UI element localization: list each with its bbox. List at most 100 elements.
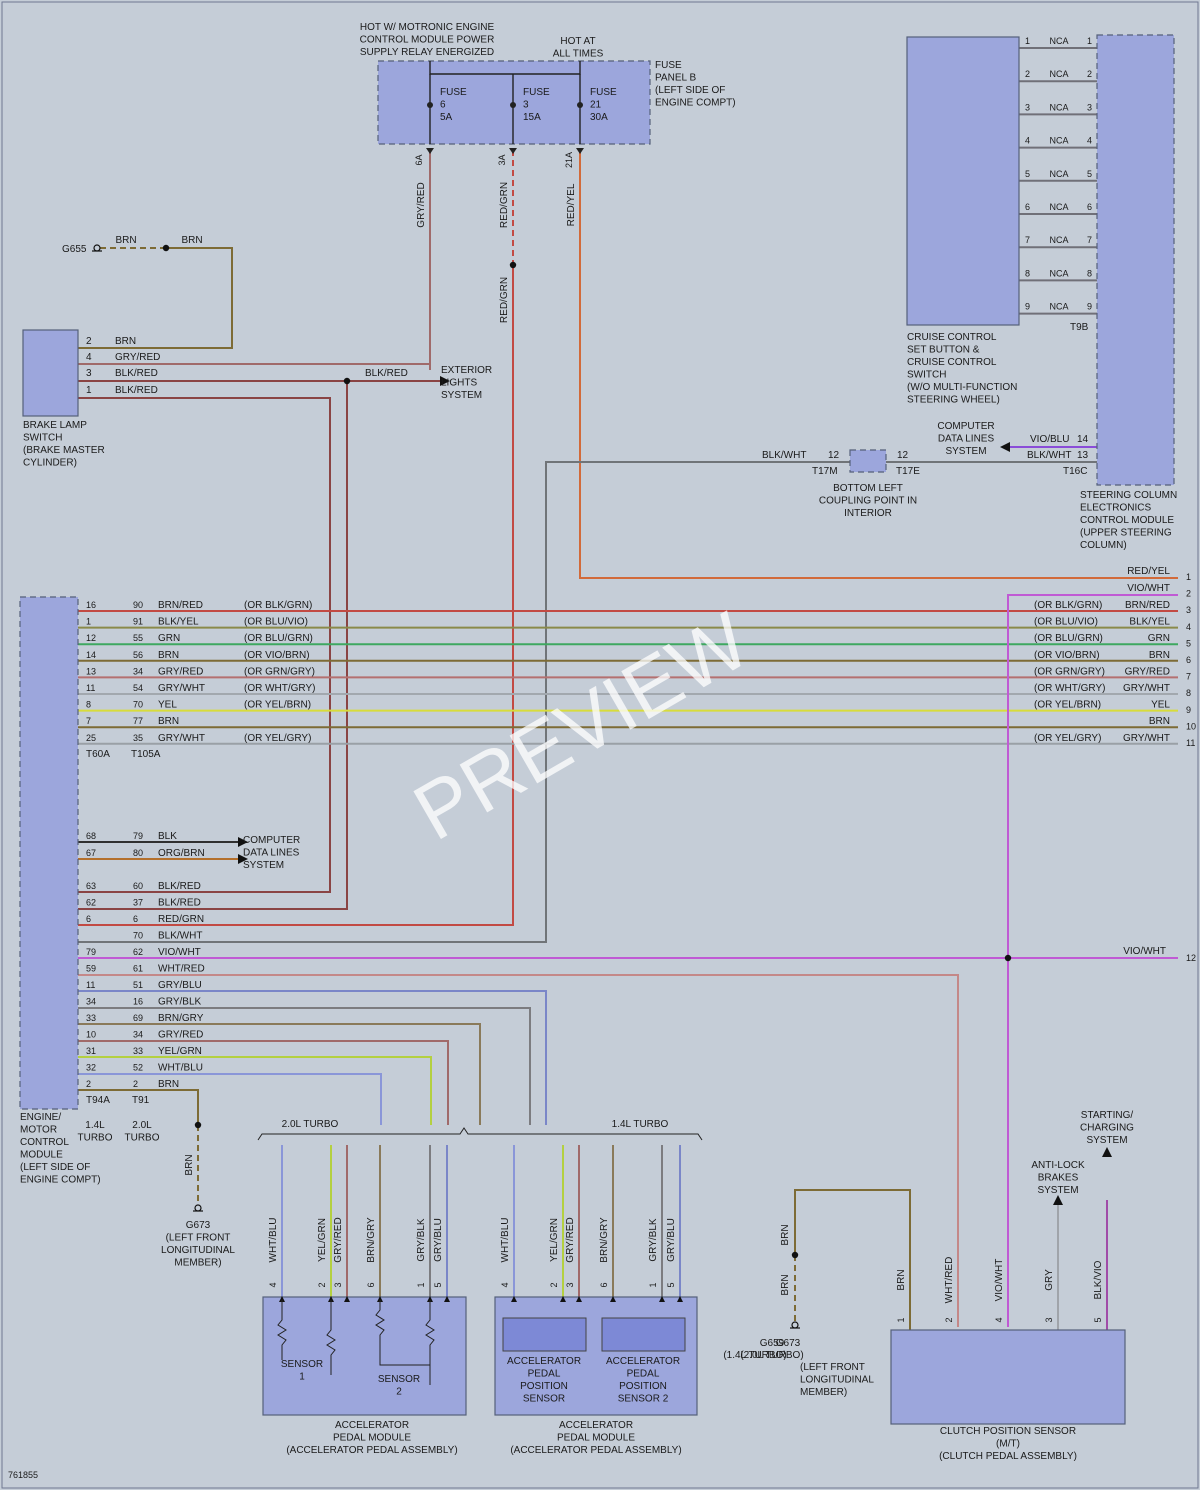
pin-number: 13 <box>1077 450 1089 461</box>
wire-label: BRN/RED <box>1125 600 1170 611</box>
ecm-data-lines-label: SYSTEM <box>243 860 284 871</box>
coupling-label: INTERIOR <box>844 508 892 519</box>
pin-number: 7 <box>1087 235 1092 245</box>
pin-number: 56 <box>133 650 143 660</box>
fuse-label: 5A <box>440 112 453 123</box>
cruise-control-label: (W/O MULTI-FUNCTION <box>907 382 1017 393</box>
clutch-position-sensor <box>890 1329 1126 1425</box>
fuse-panel-title: FUSE <box>655 60 682 71</box>
pin-number: 2 <box>1025 69 1030 79</box>
wire-label: VIO/WHT <box>1123 946 1166 957</box>
ecm-label: ENGINE/ <box>20 1112 61 1123</box>
ground-g659-note: (1.4L TURBO) <box>723 1350 786 1361</box>
wire-label: GRY/WHT <box>1123 683 1170 694</box>
pin-number: 33 <box>86 1013 96 1023</box>
wire-label: BLK/YEL <box>158 617 199 628</box>
connector-label: T91 <box>132 1095 150 1106</box>
fuse-panel-title: PANEL B <box>655 73 696 84</box>
wire-label: VIO/WHT <box>1127 583 1170 594</box>
fuse-hot-all-label: HOT AT <box>560 36 595 47</box>
pin-number: 31 <box>86 1046 96 1056</box>
pin-number: 6 <box>599 1282 609 1287</box>
engine-control-module <box>19 596 79 1110</box>
wire-label: NCA <box>1049 169 1068 179</box>
pin-number: 3 <box>333 1282 343 1287</box>
starting-label: CHARGING <box>1080 1123 1134 1134</box>
exterior-lights-label: LIGHTS <box>441 378 477 389</box>
fuse-hot-label: HOT W/ MOTRONIC ENGINE <box>360 22 495 33</box>
arrow-icon <box>440 376 450 386</box>
connector-label: T17M <box>812 466 838 477</box>
coupling-label: BOTTOM LEFT <box>833 483 903 494</box>
pin-arrow-icon <box>344 1296 350 1302</box>
pin-number: 3 <box>565 1282 575 1287</box>
wire-wht-blu <box>78 1073 382 1125</box>
pin-number: 55 <box>133 633 143 643</box>
wire-label: NCA <box>1049 36 1068 46</box>
wire-label: NCA <box>1049 268 1068 278</box>
pin-number: 14 <box>1077 434 1089 445</box>
wire-label: (OR VIO/BRN) <box>244 650 310 661</box>
pedal-module-a-label: PEDAL MODULE <box>333 1433 411 1444</box>
pin-number: 5 <box>1093 1317 1103 1322</box>
brake-lamp-switch <box>22 329 79 417</box>
pin-number: 5 <box>1186 638 1191 648</box>
wire-label: BRN <box>158 650 179 661</box>
pin-number: 7 <box>1186 672 1191 682</box>
connector-label: T60A <box>86 749 110 760</box>
pin-number: 79 <box>133 831 143 841</box>
data-lines-label: DATA LINES <box>938 434 995 445</box>
ground-g673-label: LONGITUDINAL <box>161 1245 235 1256</box>
wire-label: GRY/BLK <box>648 1218 659 1261</box>
wire-label: YEL/GRN <box>549 1218 560 1262</box>
pin-arrow-icon <box>427 1296 433 1302</box>
ground-g659-alt: G673 <box>776 1338 801 1349</box>
ground-g659-label: LONGITUDINAL <box>800 1375 874 1386</box>
pin-number: 61 <box>133 964 143 974</box>
pin-number: 34 <box>133 666 143 676</box>
steering-module-label: COLUMN) <box>1080 540 1127 551</box>
pin-arrow-icon <box>444 1296 450 1302</box>
starting-label: SYSTEM <box>1086 1135 1127 1146</box>
pin-arrow-icon <box>279 1296 285 1302</box>
wire-label: GRY/BLU <box>158 980 202 991</box>
ecm-label: MOTOR <box>20 1125 57 1136</box>
sensor-label: POSITION <box>619 1381 667 1392</box>
wire-label: VIO/WHT <box>994 1259 1005 1302</box>
wire-label: GRY/BLK <box>416 1218 427 1261</box>
wire-label: (OR GRN/GRY) <box>1034 666 1105 677</box>
wire-label: (OR GRN/GRY) <box>244 666 315 677</box>
splice-dot <box>343 377 351 385</box>
pin-number: 1 <box>896 1317 906 1322</box>
variant-label: TURBO <box>125 1133 160 1144</box>
wire-label: (OR BLU/VIO) <box>244 617 308 628</box>
sensor-label: ACCELERATOR <box>507 1356 581 1367</box>
wire-label: BLK/YEL <box>1129 617 1170 628</box>
wire-label: RED/GRN <box>158 914 204 925</box>
pin-arrow-icon <box>426 148 434 154</box>
pin-number: 4 <box>86 352 92 363</box>
wire-label: BLK <box>158 831 177 842</box>
pin-number: 6 <box>86 914 91 924</box>
connector-label: T17E <box>896 466 920 477</box>
ground-g659-label: MEMBER) <box>800 1387 847 1398</box>
pin-number: 2 <box>133 1079 138 1089</box>
wire-label: GRY/WHT <box>158 683 205 694</box>
pin-number: 67 <box>86 848 96 858</box>
wire-label: RED/YEL <box>1127 566 1170 577</box>
wire-label: GRN <box>1148 633 1170 644</box>
pin-number: 6 <box>1186 655 1191 665</box>
sensor-label: PEDAL <box>627 1369 660 1380</box>
pin-number: 2 <box>1186 589 1191 599</box>
clutch-label: (M/T) <box>996 1439 1020 1450</box>
pin-number: 11 <box>86 683 95 693</box>
wire-label: BRN/GRY <box>599 1217 610 1263</box>
fuse-pin: 3A <box>497 154 507 165</box>
wire-label: (OR VIO/BRN) <box>1034 650 1100 661</box>
pin-number: 1 <box>416 1282 426 1287</box>
ground-g659-name: G659 <box>760 1338 785 1349</box>
wire-label: (OR YEL/GRY) <box>1034 733 1101 744</box>
wire-label: NCA <box>1049 235 1068 245</box>
